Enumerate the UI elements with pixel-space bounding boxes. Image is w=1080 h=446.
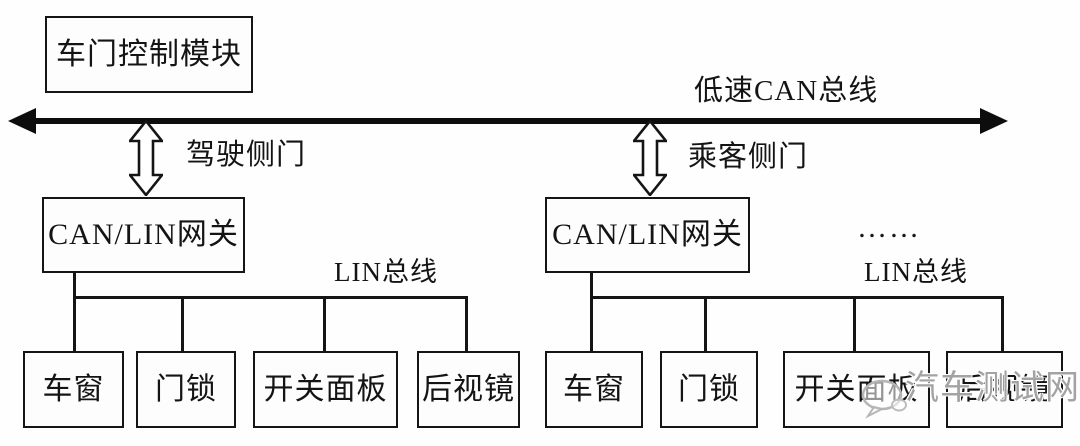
lin-drop-line — [704, 296, 707, 351]
can-bus-arrow-right-icon — [980, 108, 1008, 134]
node-label: 开关面板 — [263, 372, 388, 406]
door-control-module-box: 车门控制模块 — [45, 16, 253, 93]
double-arrow-icon — [633, 120, 667, 196]
watermark-text: 汽车测试网 — [905, 370, 1080, 407]
lin-drop-line — [323, 296, 326, 351]
node-label: 后视镜 — [422, 372, 515, 406]
lin-drop-line — [590, 273, 593, 351]
gateway-right-box: CAN/LIN网关 — [545, 197, 750, 273]
lin-drop-line — [465, 296, 468, 351]
node-label: 车窗 — [563, 372, 625, 406]
can-bus-label: 低速CAN总线 — [694, 75, 879, 107]
lin-bus-label-right: LIN总线 — [864, 257, 968, 287]
node-label: 门锁 — [155, 372, 217, 406]
gateway-right-label: CAN/LIN网关 — [552, 218, 743, 251]
node-box-window-right: 车窗 — [545, 351, 643, 428]
double-arrow-icon — [129, 120, 163, 196]
lin-drop-line — [1001, 296, 1004, 351]
node-box-mirror-right: 后视镜 — [946, 351, 1063, 428]
lin-bus-label-left: LIN总线 — [334, 257, 438, 287]
lin-drop-line — [181, 296, 184, 351]
lin-drop-line — [853, 296, 856, 351]
node-label: 门锁 — [678, 372, 740, 406]
gateway-left-label: CAN/LIN网关 — [48, 218, 239, 251]
node-box-mirror-left: 后视镜 — [417, 351, 520, 428]
lin-bus-line-left — [73, 296, 468, 299]
driver-door-label: 驾驶侧门 — [186, 139, 307, 171]
node-box-switchpanel-left: 开关面板 — [253, 351, 398, 428]
door-control-module-label: 车门控制模块 — [56, 37, 242, 71]
node-label: 车窗 — [42, 372, 105, 406]
node-box-window-left: 车窗 — [23, 351, 124, 428]
watermark-logo-icon — [861, 379, 907, 419]
can-bus-line — [30, 118, 982, 124]
lin-drop-line — [73, 273, 76, 351]
passenger-door-label: 乘客侧门 — [688, 141, 809, 173]
node-label: 后视镜 — [958, 372, 1051, 406]
gateway-left-box: CAN/LIN网关 — [42, 197, 245, 273]
node-box-doorlock-left: 门锁 — [136, 351, 236, 428]
node-box-doorlock-right: 门锁 — [660, 351, 758, 428]
lin-bus-line-right — [590, 296, 1004, 299]
more-gateways-ellipsis: …… — [857, 211, 921, 244]
